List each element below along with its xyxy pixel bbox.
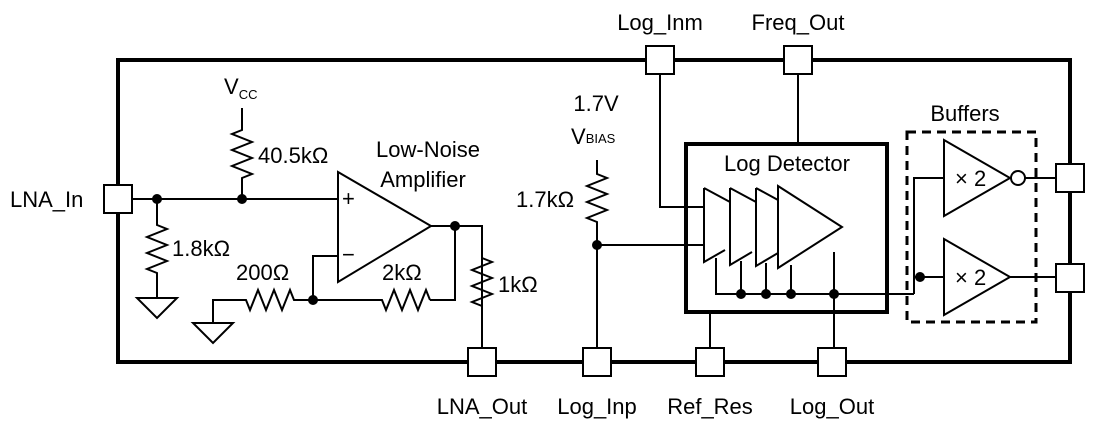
pin-log-out [817,347,847,377]
junction-tap-3 [786,289,796,299]
buffers-group [905,130,1038,324]
resistor-2k [313,287,431,313]
final-amp-stage [777,184,844,270]
pin-label-ref-res: Ref_Res [667,394,753,419]
pin-lna-out [467,347,497,377]
amp-title-line1: Low-Noise [376,137,480,162]
pin-label-lna-in: LNA_In [10,187,83,212]
log-detector-block [684,142,889,314]
pin-freq-out [783,45,813,75]
pin-label-lna-out: LNA_Out [437,394,528,419]
wire-amp-minus [312,255,338,300]
resistor-1k8-label: 1.8kΩ [172,236,230,261]
amp-title-line2: Amplifier [380,167,466,192]
resistor-40k5-label: 40.5kΩ [258,143,328,168]
buffer-top-triangle [943,138,1013,218]
resistor-1k-label: 1kΩ [498,272,538,297]
wire-log-inm [659,74,704,208]
junction-buffer-in [915,272,925,282]
pin-lna-in [103,184,133,214]
resistor-200 [212,287,313,323]
pin-label-log-out: Log_Out [790,394,874,419]
pin-log-inm [645,45,675,75]
buffers-title: Buffers [930,101,999,126]
resistor-40k5 [229,108,255,199]
lna-amplifier-triangle [337,170,433,284]
buffer-bottom-gain: × 2 [955,265,986,290]
wire-feedback [430,226,456,301]
resistor-1k [469,257,495,307]
pin-buffer-top [1055,163,1085,193]
junction-tap-2 [761,289,771,299]
vbias-label: VBIAS [571,124,616,149]
limiting-amp-stages [703,187,779,268]
ground-symbol-feedback [190,322,236,345]
resistor-1k7-label: 1.7kΩ [516,187,574,212]
bias-voltage-label: 1.7V [573,91,619,116]
junction-tap-1 [736,289,746,299]
pin-label-log-inp: Log_Inp [557,394,637,419]
pin-ref-res [695,347,725,377]
amp-plus-sign: + [342,186,355,211]
pin-log-inp [582,347,612,377]
pin-label-freq-out: Freq_Out [752,10,845,35]
buffer-top-gain: × 2 [955,166,986,191]
pin-label-log-inm: Log_Inm [617,10,703,35]
buffer-bottom-triangle [943,237,1013,317]
ground-symbol-input [134,297,180,320]
resistor-1k8 [144,199,170,298]
resistor-200-label: 200Ω [236,260,289,285]
wire-detector-taps [715,252,914,295]
amp-minus-sign: − [342,242,355,267]
wire-amp-output [431,225,483,348]
buffer-top-inversion-bubble [1010,170,1026,186]
vcc-label: VCC [224,74,257,102]
resistor-2k-label: 2kΩ [382,260,422,285]
log-detector-title: Log Detector [724,151,850,176]
pin-buffer-bottom [1055,263,1085,293]
resistor-1k7 [584,160,610,348]
